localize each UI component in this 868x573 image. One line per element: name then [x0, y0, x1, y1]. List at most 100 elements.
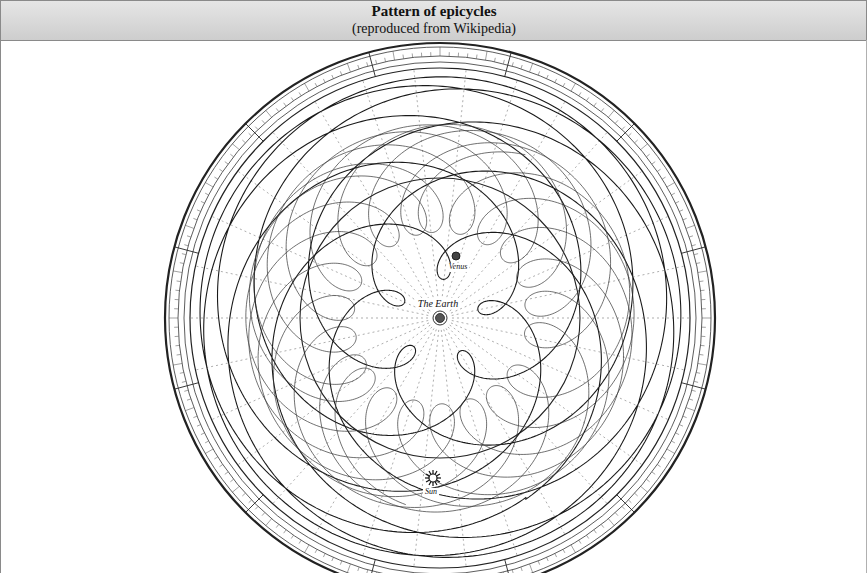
degree-tick — [184, 390, 188, 391]
degree-tick — [635, 140, 638, 143]
sight-line — [446, 328, 565, 534]
degree-tick — [689, 399, 693, 400]
sign-division — [681, 247, 705, 253]
degree-tick — [679, 425, 683, 427]
degree-tick — [393, 51, 395, 60]
degree-tick — [503, 572, 505, 573]
degree-tick — [174, 327, 178, 328]
degree-tick — [698, 271, 707, 273]
degree-tick — [608, 519, 614, 526]
sun-ray — [429, 481, 431, 484]
degree-tick — [485, 51, 487, 60]
degree-tick — [646, 154, 649, 156]
header-title: Pattern of epicycles — [372, 3, 497, 20]
degree-tick — [657, 465, 660, 467]
sight-line — [190, 318, 428, 319]
degree-tick — [262, 120, 265, 123]
degree-tick — [701, 299, 705, 300]
degree-tick — [175, 336, 179, 337]
degree-tick — [384, 58, 386, 62]
degree-tick — [530, 63, 533, 71]
degree-tick — [201, 433, 205, 435]
sign-division — [369, 52, 375, 76]
degree-tick — [458, 53, 459, 57]
venus-label: Venus — [447, 263, 470, 272]
degree-tick — [242, 140, 245, 143]
degree-tick — [686, 408, 694, 411]
degree-tick — [692, 390, 696, 391]
degree-tick — [315, 549, 317, 553]
degree-tick — [305, 83, 310, 91]
sight-lines — [190, 69, 690, 566]
degree-tick — [182, 253, 186, 255]
degree-tick — [185, 408, 193, 411]
degree-tick — [347, 63, 350, 71]
degree-tick — [225, 162, 228, 164]
degree-tick — [299, 92, 301, 95]
venus-path — [200, 77, 681, 558]
degree-tick — [594, 530, 596, 533]
degree-tick — [291, 97, 293, 100]
degree-tick — [571, 545, 576, 553]
sun-ray — [432, 482, 433, 486]
degree-tick — [169, 318, 178, 319]
degree-tick — [180, 372, 184, 374]
degree-tick — [601, 108, 603, 111]
degree-tick — [689, 236, 693, 237]
degree-tick — [530, 564, 533, 572]
sign-division — [505, 559, 511, 573]
mercury-path — [246, 124, 634, 512]
degree-tick — [641, 144, 648, 150]
degree-tick — [219, 169, 222, 171]
degree-tick — [201, 201, 205, 203]
sight-line — [363, 329, 437, 555]
degree-tick — [249, 133, 252, 136]
degree-tick — [686, 225, 694, 228]
degree-tick — [358, 567, 359, 571]
degree-tick — [512, 570, 513, 573]
degree-tick — [440, 47, 441, 56]
sight-line — [444, 80, 518, 306]
degree-tick — [675, 433, 679, 435]
degree-tick — [205, 183, 213, 188]
degree-tick — [249, 500, 252, 503]
degree-tick — [563, 549, 565, 553]
sight-line — [452, 318, 690, 319]
sign-division — [174, 383, 198, 389]
sun-ray — [429, 471, 431, 474]
degree-tick — [315, 83, 317, 87]
degree-tick — [628, 133, 631, 136]
sight-line — [446, 101, 565, 307]
degree-tick — [214, 457, 217, 459]
degree-tick — [675, 201, 679, 203]
source-note: (reproduced from Wikipedia) — [352, 21, 516, 36]
sight-line — [452, 266, 685, 315]
degree-tick — [193, 416, 197, 417]
degree-tick — [641, 486, 648, 492]
degree-tick — [340, 561, 341, 565]
sight-line — [451, 216, 668, 313]
degree-tick — [694, 381, 698, 383]
sight-line — [363, 80, 437, 306]
degree-tick — [332, 557, 334, 561]
degree-tick — [174, 308, 178, 309]
earth-symbol — [433, 311, 447, 325]
degree-tick — [494, 58, 496, 62]
degree-tick — [547, 557, 549, 561]
degree-tick — [175, 299, 179, 300]
degree-tick — [367, 570, 368, 573]
degree-tick — [563, 83, 565, 87]
degree-tick — [449, 52, 450, 56]
frame-line — [866, 40, 867, 573]
sign-division — [505, 52, 511, 76]
degree-tick — [175, 345, 179, 346]
degree-tick — [622, 127, 625, 130]
degree-tick — [262, 513, 265, 516]
degree-tick — [358, 65, 359, 69]
degree-tick — [266, 110, 272, 117]
degree-tick — [332, 75, 334, 79]
sun-disc — [429, 474, 437, 482]
sign-division — [617, 495, 635, 513]
degree-tick — [476, 55, 478, 59]
degree-tick — [255, 506, 258, 509]
